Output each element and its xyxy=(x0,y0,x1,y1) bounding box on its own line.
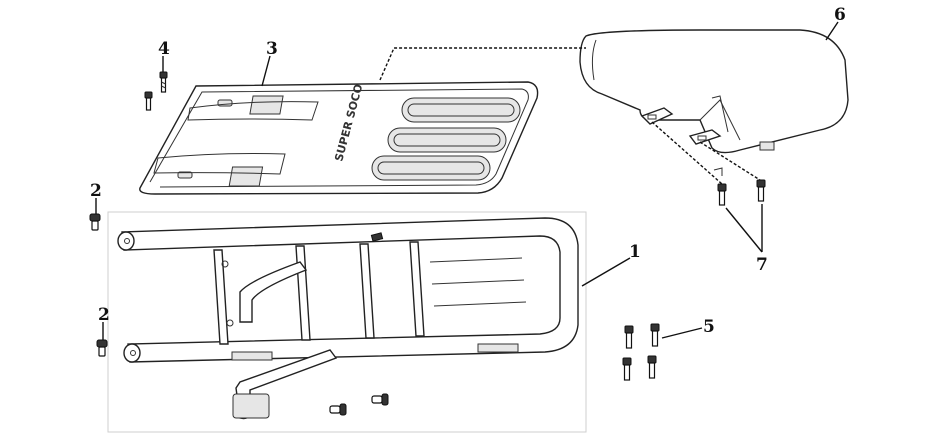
callout-6: 6 xyxy=(834,5,846,25)
dash-tab-to-bolt-7b xyxy=(699,141,761,181)
bolt-5c xyxy=(622,357,632,381)
callout-2-upper: 2 xyxy=(90,181,102,201)
bolt-5d xyxy=(647,355,657,379)
rack-frame xyxy=(117,217,579,420)
bolt-5b xyxy=(650,323,660,347)
callout-5: 5 xyxy=(703,317,715,337)
bolt-7a xyxy=(717,183,727,206)
dash-tab-to-bolt-7a xyxy=(651,121,723,185)
rear-cover xyxy=(579,29,849,154)
callout-1: 1 xyxy=(629,242,641,262)
carrier-plate: SUPER SOCO xyxy=(139,81,539,195)
callout-7: 7 xyxy=(756,255,768,275)
bolt-7b xyxy=(756,179,766,202)
bolt-4b xyxy=(144,91,153,111)
callout-2-lower: 2 xyxy=(98,305,110,325)
bolt-bottom-b xyxy=(371,393,389,406)
bolt-2-lower xyxy=(96,339,108,357)
leader-7a xyxy=(725,207,763,253)
bolt-2-upper xyxy=(89,213,101,231)
callout-3: 3 xyxy=(266,39,278,59)
leader-3 xyxy=(261,55,271,87)
rack-frame-border xyxy=(107,211,587,433)
leader-6 xyxy=(825,21,839,41)
bolt-bottom-a xyxy=(329,403,347,416)
callout-4: 4 xyxy=(158,39,170,59)
leader-1 xyxy=(581,257,631,287)
leader-5 xyxy=(661,327,703,339)
bolt-4 xyxy=(159,71,168,93)
clip-7 xyxy=(713,167,723,176)
bolt-5a xyxy=(624,325,634,349)
dash-plate-to-cover xyxy=(379,47,586,81)
